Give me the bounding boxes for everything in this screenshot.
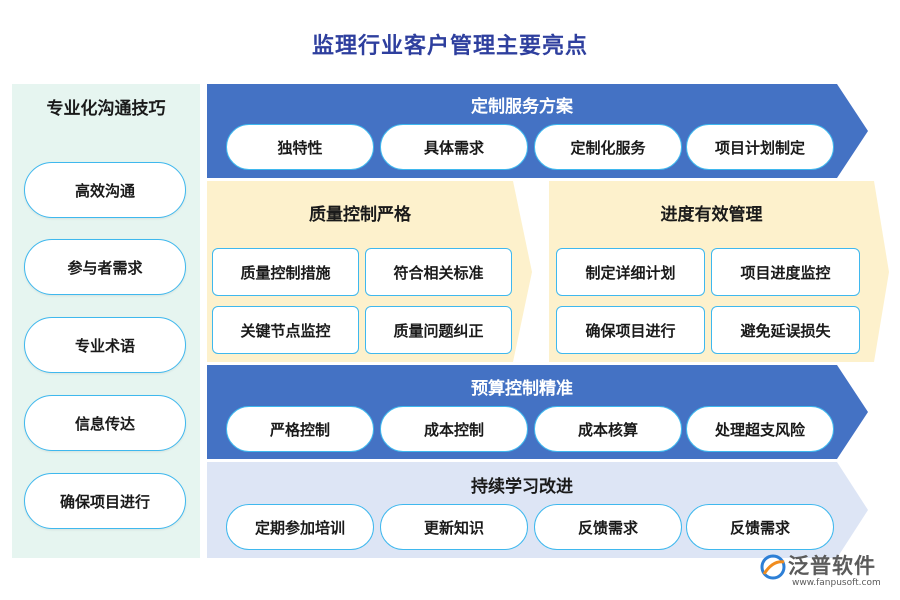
logo-url: www.fanpusoft.com	[792, 578, 881, 588]
logo-icon	[760, 554, 786, 580]
chip-cost-control: 成本控制	[380, 406, 528, 452]
chip-specific-needs: 具体需求	[380, 124, 528, 170]
chip-feedback-needs-2: 反馈需求	[686, 504, 834, 550]
chip-project-plan: 项目计划制定	[686, 124, 834, 170]
logo-name: 泛普软件	[788, 554, 876, 578]
left-item-terminology: 专业术语	[24, 317, 186, 373]
box-detailed-plan: 制定详细计划	[556, 248, 705, 296]
box-avoid-delay: 避免延误损失	[711, 306, 860, 354]
chip-update-knowledge: 更新知识	[380, 504, 528, 550]
left-item-ensure-project: 确保项目进行	[24, 473, 186, 529]
left-item-participant-needs: 参与者需求	[24, 239, 186, 295]
chip-strict-control: 严格控制	[226, 406, 374, 452]
left-panel: 专业化沟通技巧 高效沟通 参与者需求 专业术语 信息传达 确保项目进行	[12, 84, 200, 558]
page-title: 监理行业客户管理主要亮点	[311, 34, 588, 59]
chip-feedback-needs-1: 反馈需求	[534, 504, 682, 550]
box-progress-monitoring: 项目进度监控	[711, 248, 860, 296]
box-meet-standards: 符合相关标准	[365, 248, 512, 296]
chip-cost-accounting: 成本核算	[534, 406, 682, 452]
chip-overrun-risk: 处理超支风险	[686, 406, 834, 452]
chip-customized-service: 定制化服务	[534, 124, 682, 170]
box-ensure-progress: 确保项目进行	[556, 306, 705, 354]
budget-heading: 预算控制精准	[471, 379, 573, 399]
chip-training: 定期参加培训	[226, 504, 374, 550]
box-quality-correction: 质量问题纠正	[365, 306, 512, 354]
left-item-info-delivery: 信息传达	[24, 395, 186, 451]
chip-uniqueness: 独特性	[226, 124, 374, 170]
quality-heading: 质量控制严格	[309, 205, 411, 225]
brand-logo: 泛普软件 www.fanpusoft.com	[758, 550, 888, 594]
custom-service-heading: 定制服务方案	[471, 97, 573, 117]
box-quality-measures: 质量控制措施	[212, 248, 359, 296]
learning-heading: 持续学习改进	[471, 477, 573, 497]
left-panel-heading: 专业化沟通技巧	[46, 99, 166, 119]
schedule-heading: 进度有效管理	[660, 205, 763, 225]
left-item-efficient-communication: 高效沟通	[24, 162, 186, 218]
box-key-node-monitoring: 关键节点监控	[212, 306, 359, 354]
